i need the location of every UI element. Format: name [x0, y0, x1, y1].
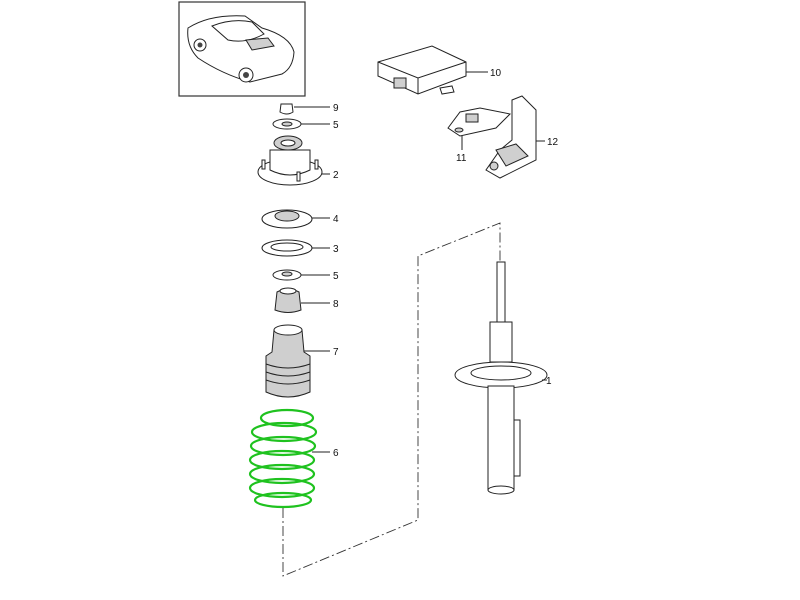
callout-10[interactable]: 10 — [490, 68, 502, 79]
assembly-line — [282, 222, 501, 577]
callout-3[interactable]: 3 — [333, 244, 339, 255]
callout-1[interactable]: 1 — [546, 376, 552, 387]
part-3-spring-pad[interactable] — [261, 239, 313, 257]
callout-7[interactable]: 7 — [333, 347, 339, 358]
part-2-strut-mount[interactable] — [257, 135, 323, 186]
part-11-sensor[interactable] — [447, 107, 512, 137]
part-6-coil-spring[interactable] — [248, 408, 318, 509]
part-12-bracket[interactable] — [485, 95, 537, 179]
callout-6[interactable]: 6 — [333, 448, 339, 459]
part-9-nut[interactable] — [279, 103, 294, 115]
callout-4[interactable]: 4 — [333, 214, 339, 225]
callout-9[interactable]: 9 — [333, 103, 339, 114]
part-10-control-unit[interactable] — [377, 45, 467, 95]
callout-11[interactable]: 11 — [456, 153, 467, 164]
callout-2[interactable]: 2 — [333, 170, 339, 181]
part-1-shock-absorber[interactable] — [454, 261, 548, 495]
part-5-washer-top[interactable] — [272, 118, 302, 130]
part-5-washer-lower[interactable] — [272, 269, 302, 281]
callouts: 9 5 2 4 3 5 8 7 6 1 10 11 12 — [333, 68, 559, 459]
part-4-spring-seat[interactable] — [261, 209, 313, 229]
part-8-bump-stop[interactable] — [274, 287, 302, 313]
vehicle-thumbnail[interactable] — [178, 1, 306, 97]
callout-12[interactable]: 12 — [547, 137, 559, 148]
part-7-protective-boot[interactable] — [265, 324, 311, 398]
leader-lines — [294, 71, 547, 453]
callout-5-lower[interactable]: 5 — [333, 271, 339, 282]
callout-8[interactable]: 8 — [333, 299, 339, 310]
callout-5-top[interactable]: 5 — [333, 120, 339, 131]
